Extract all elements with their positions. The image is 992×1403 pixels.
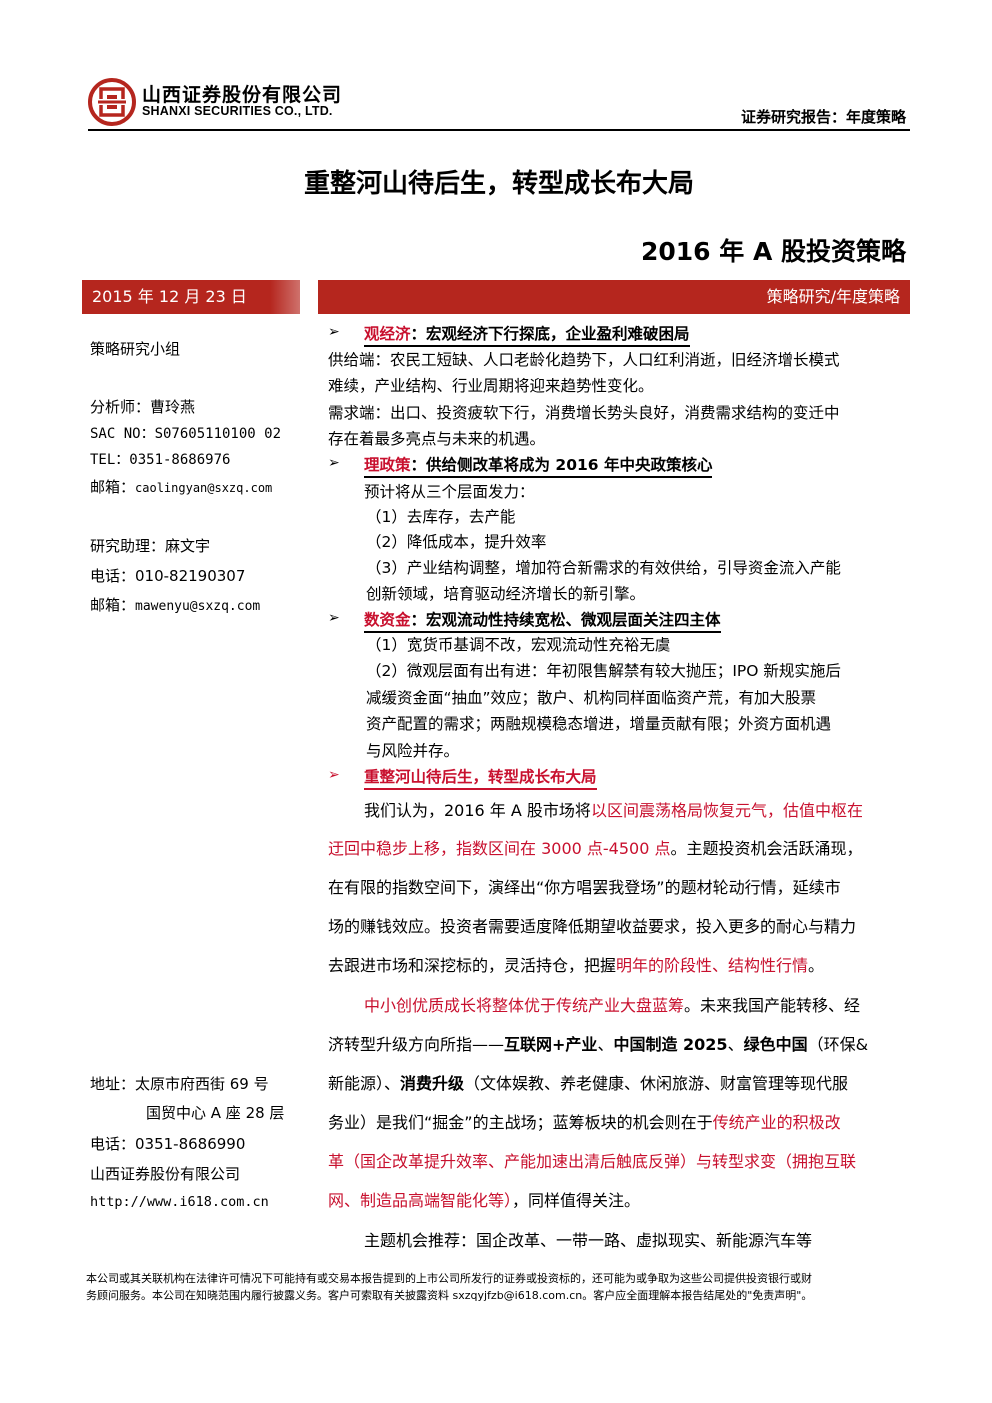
para-line: 济转型升级方向所指——互联网+产业、中国制造 2025、绿色中国（环保& — [328, 1035, 869, 1054]
body-line: 减缓资金面“抽血”效应；散户、机构同样面临资产荒，有加大股票 — [366, 689, 817, 707]
email-label: 邮箱： — [90, 596, 136, 614]
para-line: 去跟进市场和深挖标的，灵活持仓，把握明年的阶段性、结构性行情。 — [328, 956, 825, 975]
body-line: 存在着最多亮点与未来的机遇。 — [328, 430, 546, 448]
email-label: 邮箱： — [90, 478, 136, 496]
company-name-en: SHANXI SECURITIES CO., LTD. — [142, 104, 333, 118]
theme-recommendation: 主题机会推荐：国企改革、一带一路、虚拟现实、新能源汽车等 — [364, 1231, 813, 1250]
bullet-arrow-icon: ➢ — [328, 455, 340, 471]
analyst-email[interactable]: caolingyan@sxzq.com — [135, 481, 273, 495]
disclaimer-line: 本公司或其关联机构在法律许可情况下可能持有或交易本报告提到的上市公司所发行的证券… — [86, 1272, 812, 1285]
report-type: 证券研究报告：年度策略 — [740, 108, 906, 126]
para-line: 新能源）、消费升级（文体娱教、养老健康、休闲旅游、财富管理等现代服 — [328, 1074, 849, 1093]
para-line: 革（国企改革提升效率、产能加速出清后触底反弹）与转型求变（拥抱互联 — [328, 1152, 857, 1171]
bullet-arrow-icon: ➢ — [328, 324, 340, 340]
report-title: 重整河山待后生，转型成长布大局 — [303, 169, 694, 199]
body-line: 创新领域，培育驱动经济增长的新引擎。 — [366, 585, 646, 603]
body-line: （2）降低成本，提升效率 — [366, 533, 547, 551]
section-heading-policy: 理政策：供给侧改革将成为 2016 年中央政策核心 — [364, 453, 713, 478]
body-line: 与风险并存。 — [366, 742, 460, 760]
para-line: 中小创优质成长将整体优于传统产业大盘蓝筹。未来我国产能转移、经 — [364, 996, 861, 1015]
company-website[interactable]: http://www.i618.com.cn — [90, 1194, 269, 1210]
section-heading-capital: 数资金：宏观流动性持续宽松、微观层面关注四主体 — [364, 608, 721, 633]
category-banner: 策略研究/年度策略 — [318, 280, 910, 314]
report-category: 策略研究/年度策略 — [766, 287, 900, 306]
body-line: （3）产业结构调整，增加符合新需求的有效供给，引导资金流入产能 — [366, 559, 841, 577]
para-line: 迂回中稳步上移，指数区间在 3000 点-4500 点。主题投资机会活跃涌现， — [328, 839, 863, 858]
body-line: 供给端：农民工短缺、人口老龄化趋势下，人口红利消逝，旧经济增长模式 — [328, 351, 840, 369]
assistant-email-row: 邮箱：mawenyu@sxzq.com — [90, 594, 260, 615]
body-line: （1）宽货币基调不改，宏观流动性充裕无虞 — [366, 636, 671, 654]
analyst-name: 分析师：曹玲燕 — [90, 398, 196, 416]
assistant-email[interactable]: mawenyu@sxzq.com — [135, 599, 261, 614]
body-line: （2）微观层面有出有进：年初限售解禁有较大抛压；IPO 新规实施后 — [366, 662, 841, 680]
para-line: 我们认为，2016 年 A 股市场将以区间震荡格局恢复元气，估值中枢在 — [364, 801, 863, 820]
para-line: 在有限的指数空间下，演绎出“你方唱罢我登场”的题材轮动行情，延续市 — [328, 878, 841, 897]
analyst-email-row: 邮箱：caolingyan@sxzq.com — [90, 476, 272, 497]
disclaimer-line: 务顾问服务。本公司在知晓范围内履行披露义务。客户可索取有关披露资料 sxzqyj… — [86, 1289, 813, 1302]
body-line: 需求端：出口、投资疲软下行，消费增长势头良好，消费需求结构的变迁中 — [328, 404, 840, 422]
para-line: 网、制造品高端智能化等），同样值得关注。 — [328, 1191, 641, 1210]
body-line: 难续，产业结构、行业周期将迎来趋势性变化。 — [328, 377, 654, 395]
body-line: 预计将从三个层面发力： — [364, 483, 535, 501]
para-line: 务业）是我们“掘金”的主战场；蓝筹板块的机会则在于传统产业的积极改 — [328, 1113, 841, 1132]
company-logo-icon — [88, 78, 136, 126]
para-line: 场的赚钱效应。投资者需要适度降低期望收益要求，投入更多的耐心与精力 — [328, 917, 857, 936]
assistant-tel: 电话：010-82190307 — [90, 567, 246, 585]
body-line: 资产配置的需求；两融规模稳态增进，增量贡献有限；外资方面机遇 — [366, 715, 832, 733]
assistant-name: 研究助理：麻文宇 — [90, 537, 211, 555]
research-group: 策略研究小组 — [90, 340, 181, 358]
date-banner: 2015 年 12 月 23 日 — [82, 280, 300, 314]
bullet-arrow-icon: ➢ — [328, 767, 340, 783]
disclaimer-footer: 本公司或其关联机构在法律许可情况下可能持有或交易本报告提到的上市公司所发行的证券… — [86, 1270, 908, 1304]
section-heading-economy: 观经济：宏观经济下行探底，企业盈利难破困局 — [364, 322, 690, 347]
address-line-1: 地址：太原市府西街 69 号 — [90, 1075, 269, 1093]
company-phone: 电话：0351-8686990 — [90, 1135, 246, 1153]
header-divider — [88, 129, 910, 131]
report-date: 2015 年 12 月 23 日 — [92, 287, 247, 306]
bullet-arrow-icon: ➢ — [328, 610, 340, 626]
body-line: （1）去库存，去产能 — [366, 508, 516, 526]
address-line-2: 国贸中心 A 座 28 层 — [146, 1104, 285, 1122]
company-name: 山西证券股份有限公司 — [90, 1165, 241, 1183]
section-heading-conclusion: 重整河山待后生，转型成长布大局 — [364, 765, 597, 790]
sac-number: SAC NO：S07605110100 02 — [90, 426, 282, 442]
analyst-tel: TEL：0351-8686976 — [90, 452, 231, 468]
company-name-cn: 山西证券股份有限公司 — [142, 84, 343, 106]
report-subtitle: 2016 年 A 股投资策略 — [640, 237, 906, 266]
